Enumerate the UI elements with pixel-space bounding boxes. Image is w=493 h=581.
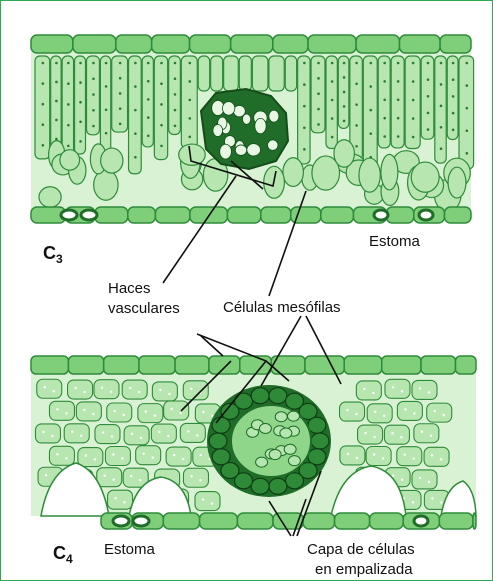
c4-vascular-bundle-with-bundle-sheath [207,385,331,497]
capa-celulas-label-line2: en empalizada [315,561,413,578]
estoma-label-c3: Estoma [369,233,421,250]
c4-upper-epidermis [31,356,476,374]
capa-celulas-label-line1: Capa de células [307,541,415,558]
haces-vasculares-label-line1: Haces [108,280,151,297]
c3-vascular-bundle [201,89,288,169]
estoma-label-c4: Estoma [104,541,156,558]
celulas-mesofilas-label: Células mesófilas [223,299,341,316]
c3-upper-epidermis [31,35,471,53]
haces-vasculares-label-line2: vasculares [108,300,180,317]
c3-leaf-section [31,35,474,223]
c3-title: C3 [43,243,63,266]
